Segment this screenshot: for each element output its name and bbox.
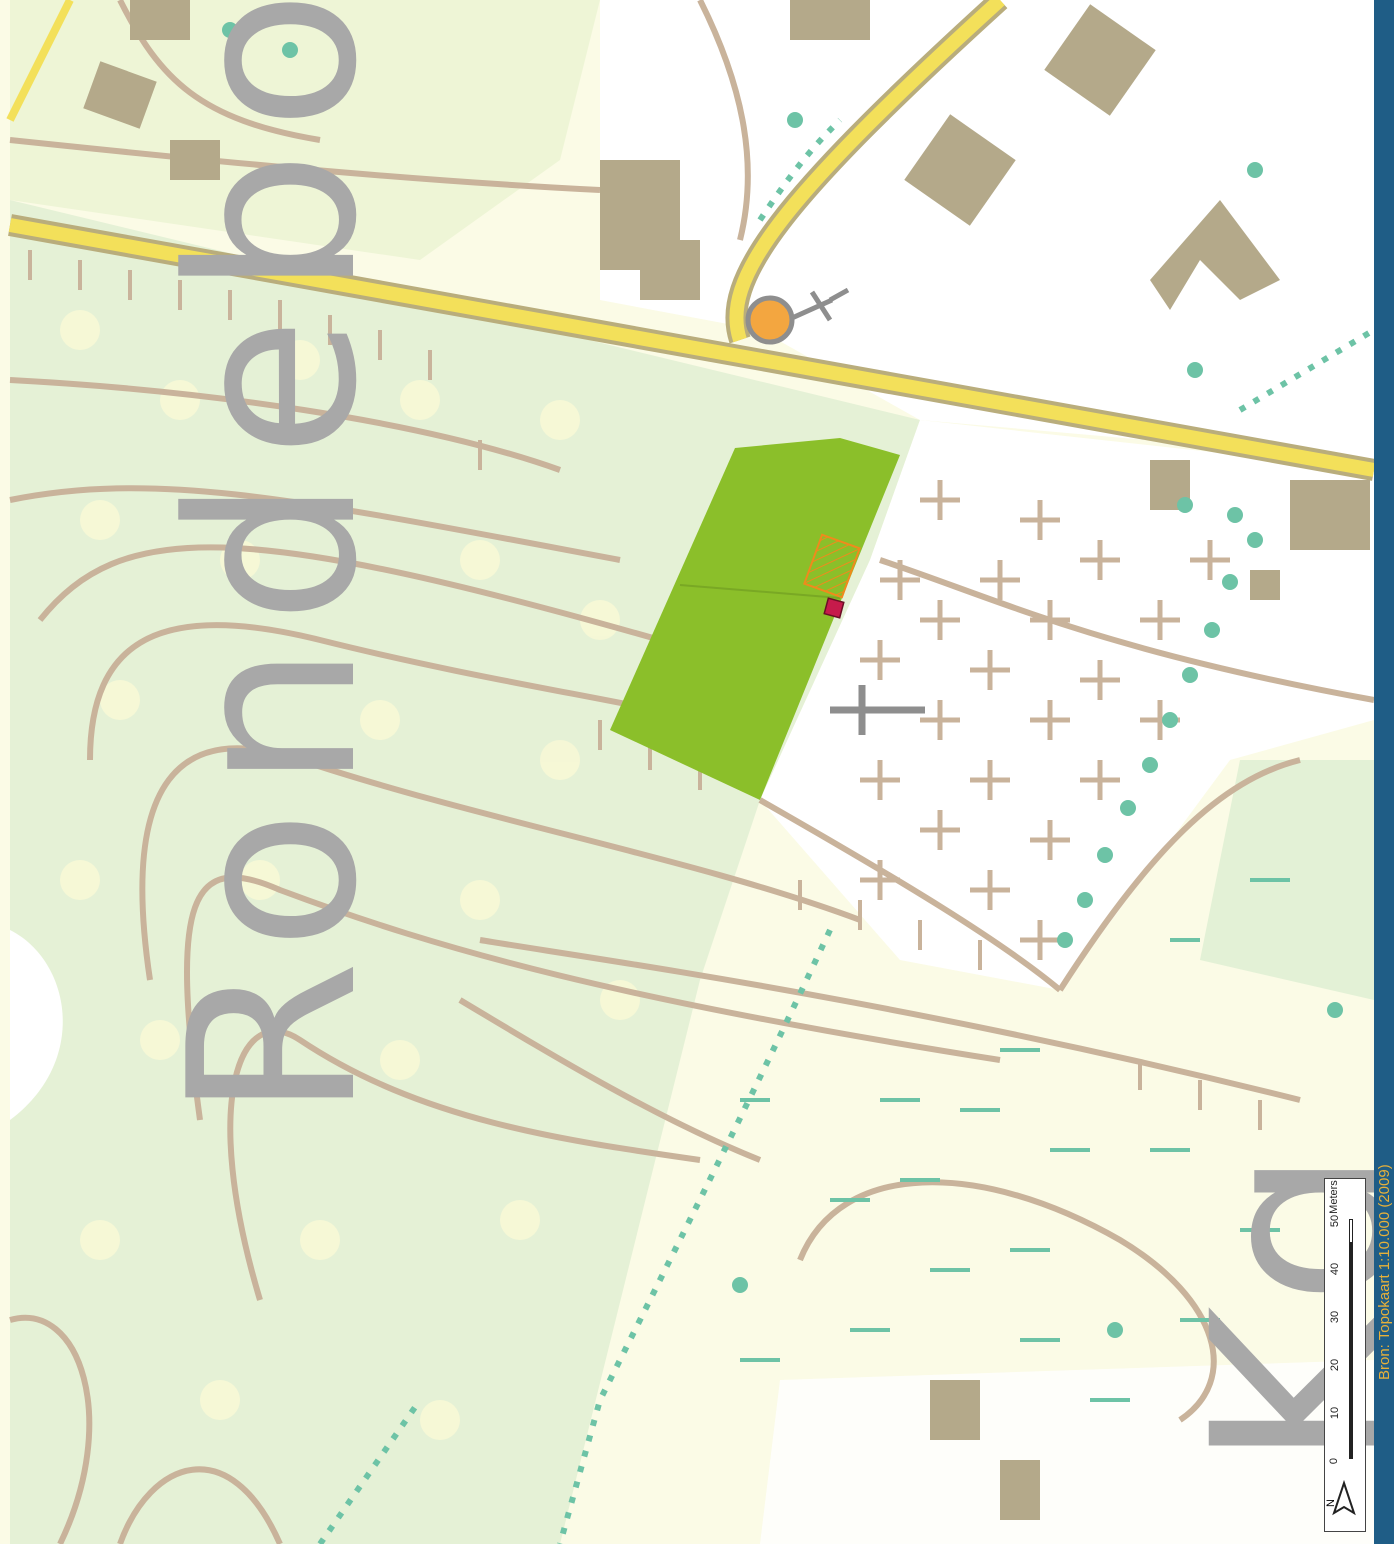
forest-tree-symbols	[60, 310, 640, 1440]
cleared-area-left	[10, 930, 63, 1120]
hedge-dotted-lines	[317, 117, 1376, 1544]
scale-tick-20: 20	[1329, 1358, 1342, 1372]
monument-symbol	[745, 287, 850, 345]
parcel-division-line	[679, 584, 841, 599]
red-point-marker[interactable]	[823, 597, 845, 619]
scale-tick-10: 10	[1329, 1406, 1342, 1420]
church-cross-symbol	[830, 685, 925, 735]
scale-unit-label: Meters	[1327, 1180, 1340, 1214]
contour-lines	[9, 0, 1375, 1544]
single-tree-symbols	[222, 22, 1343, 1338]
north-arrow-icon	[1332, 1479, 1356, 1516]
scale-line	[1349, 1219, 1353, 1459]
roads	[6, 0, 1376, 481]
scale-tick-0: 0	[1328, 1457, 1341, 1465]
study-area-parcel[interactable]	[610, 438, 900, 800]
meadow-dash-symbols	[740, 878, 1290, 1402]
scale-bar: N 0 10 20 30 40 50 Meters	[1324, 1178, 1366, 1532]
scale-tick-30: 30	[1329, 1310, 1342, 1324]
hatched-feature-area[interactable]	[803, 533, 861, 599]
scale-tick-50: 50	[1329, 1214, 1342, 1228]
map-source-label: Bron: Topokaart 1:10.000 (2009)	[1376, 1164, 1393, 1380]
cleared-area-bottom	[760, 1360, 1374, 1544]
map-source-bar	[1374, 0, 1394, 1544]
scale-segment	[1349, 1219, 1353, 1243]
buildings	[83, 0, 1370, 1520]
slope-hatches	[28, 250, 1262, 1130]
scale-tick-40: 40	[1329, 1262, 1342, 1276]
place-name-label: Rondebos	[141, 0, 408, 1120]
north-label: N	[1324, 1499, 1337, 1507]
